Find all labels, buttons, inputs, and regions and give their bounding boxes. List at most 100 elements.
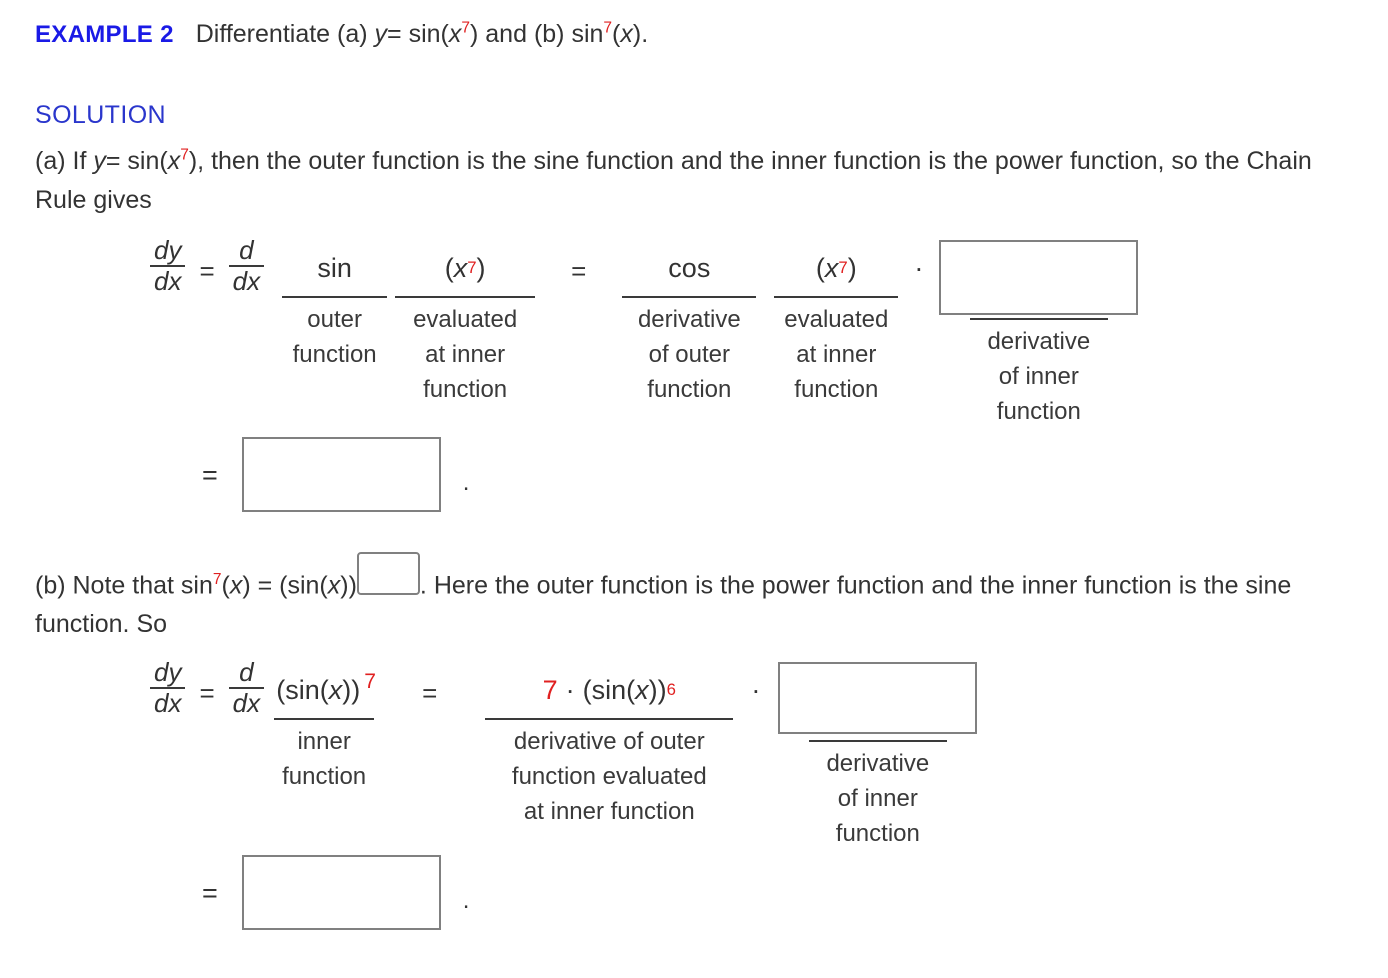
expr-b-close: ). [632, 20, 649, 48]
eq1-arg-close: ) [476, 252, 486, 283]
eq2-inner-exponent: 7 [364, 670, 376, 693]
eq1-caption-evaluated-at-inner: evaluated at inner function [395, 296, 536, 407]
eq2-inner-var: x [328, 674, 343, 705]
eq2-multiply-dot-wrap: · [751, 662, 760, 718]
expr-a-close: ) [470, 20, 479, 48]
eq2-equals-1: = [199, 678, 215, 708]
equation-2: dy dx = d dx (sin(x))7 inner fu [150, 656, 978, 851]
part-b-exponent: 7 [212, 571, 222, 588]
eq1-arg-var: x [453, 252, 468, 283]
eq1-equals-1: = [199, 256, 215, 286]
part-b-close: ) = (sin( [242, 571, 328, 600]
eq2-rhs-coefficient: 7 [542, 674, 558, 705]
eq1-multiply-dot: · [914, 252, 924, 283]
eq2-operator-fraction: d dx [228, 656, 265, 718]
part-b-exponent-input[interactable] [356, 552, 420, 595]
part-a-exponent: 7 [180, 146, 189, 164]
eq1-arg-open: ( [444, 252, 454, 283]
equation-1-final-line: = . [202, 437, 469, 512]
eq2-answer-column: derivative of inner function [778, 662, 978, 851]
eq1-rhs-arg-close: ) [847, 252, 857, 283]
eq2-term-inner-function: (sin(x))7 inner function [274, 662, 376, 794]
instruction-prefix: Differentiate (a) [195, 20, 368, 48]
eq1-answer-column: derivative of inner function [939, 240, 1139, 429]
part-b-open: ( [221, 571, 230, 600]
eq2-derivative-inner-input[interactable] [778, 662, 978, 734]
equation-2-final-line: = . [202, 855, 469, 930]
part-a-text-1: (a) If [35, 147, 87, 175]
eq1-op-numerator: d [239, 234, 254, 265]
eq2-rhs-dot: · [565, 674, 575, 705]
eq2-caption-derivative-inner: derivative of inner function [808, 740, 947, 851]
eq2-final-equals: = [202, 878, 218, 908]
eq2-rhs-product: 7·(sin(x))6 derivative of outer function… [485, 662, 734, 829]
eq2-caption-derivative-outer-evaluated: derivative of outer function evaluated a… [485, 718, 734, 829]
solution-heading: SOLUTION [35, 101, 166, 129]
example-label: EXAMPLE 2 [35, 21, 174, 48]
eq1-final-answer-input[interactable] [241, 437, 441, 512]
part-b-var-x: x [229, 571, 243, 600]
instruction-mid: and (b) [485, 20, 565, 48]
eq2-inner-open: (sin( [276, 674, 329, 705]
eq1-rhs-arg-open: ( [815, 252, 825, 283]
eq2-lhs-numerator: dy [154, 656, 182, 687]
eq1-term-outer-function: sin outer function [282, 240, 388, 372]
expr-b-open: ( [612, 20, 621, 48]
eq1-caption-outer-function: outer function [282, 296, 388, 372]
eq1-final-period: . [462, 468, 470, 496]
expr-a-exponent: 7 [461, 19, 470, 37]
eq2-lhs-fraction: dy dx [150, 656, 186, 718]
eq1-lhs-numerator: dy [154, 234, 182, 265]
eq1-equals-2: = [571, 256, 587, 286]
expr-a-eq: = sin( [387, 20, 449, 48]
eq2-inner-close: )) [342, 674, 361, 705]
eq1-term-cos: cos derivative of outer function [622, 240, 757, 407]
expr-a-lhs: y [374, 20, 388, 48]
part-b-text-1: (b) Note that [35, 571, 174, 600]
expr-b-var: x [620, 20, 633, 48]
part-a-var-y: y [93, 147, 106, 175]
eq1-term-cos-text: cos [668, 252, 711, 283]
part-b-paragraph: (b) Note that sin7(x) = (sin(x)). Here t… [35, 552, 1355, 644]
eq1-multiply-dot-wrap: · [914, 240, 923, 296]
eq2-caption-inner-function: inner function [274, 718, 375, 794]
eq2-rhs-open: (sin( [582, 674, 636, 705]
eq1-lhs-fraction: dy dx [150, 234, 186, 296]
eq2-rhs-var: x [635, 674, 649, 705]
part-a-paragraph: (a) If y= sin(x7), then the outer functi… [35, 142, 1355, 220]
eq2-op-denominator: dx [228, 687, 265, 717]
eq1-operator-fraction: d dx [228, 234, 265, 296]
expr-a-var: x [448, 20, 462, 48]
eq1-caption-derivative-outer: derivative of outer function [622, 296, 757, 407]
eq1-lhs-denominator: dx [150, 265, 186, 295]
equation-1: dy dx = d dx sin outer function [150, 234, 1139, 429]
eq1-caption-evaluated-at-inner-2: evaluated at inner function [774, 296, 899, 407]
eq2-multiply-dot: · [751, 674, 761, 705]
part-a-text-2: = sin( [105, 147, 168, 175]
eq2-final-period: . [462, 886, 470, 914]
eq1-caption-derivative-inner: derivative of inner function [969, 318, 1108, 429]
eq1-op-denominator: dx [228, 265, 265, 295]
part-b-fn: sin [180, 571, 213, 600]
eq2-rhs-close: )) [648, 674, 667, 705]
eq2-final-answer-input[interactable] [241, 855, 441, 930]
eq1-rhs-arg-var: x [824, 252, 839, 283]
part-b-text-3: Here the outer function is the power fun… [35, 571, 1292, 639]
eq1-term-sin: sin [317, 252, 352, 283]
part-a-text-3: ), [188, 147, 205, 175]
part-b-close-2: )) [340, 571, 357, 600]
eq2-equals-2: = [422, 678, 438, 708]
part-b-text-2: . [419, 571, 427, 600]
expr-b-fn: sin [571, 20, 604, 48]
part-a-var-x: x [167, 147, 181, 175]
part-a-text-4: then the outer function is the sine func… [35, 147, 1312, 214]
expr-b-exponent: 7 [603, 19, 613, 37]
eq1-derivative-inner-input[interactable] [939, 240, 1139, 315]
eq2-lhs-denominator: dx [150, 687, 186, 717]
eq1-final-equals: = [202, 460, 218, 490]
eq2-op-numerator: d [239, 656, 254, 687]
